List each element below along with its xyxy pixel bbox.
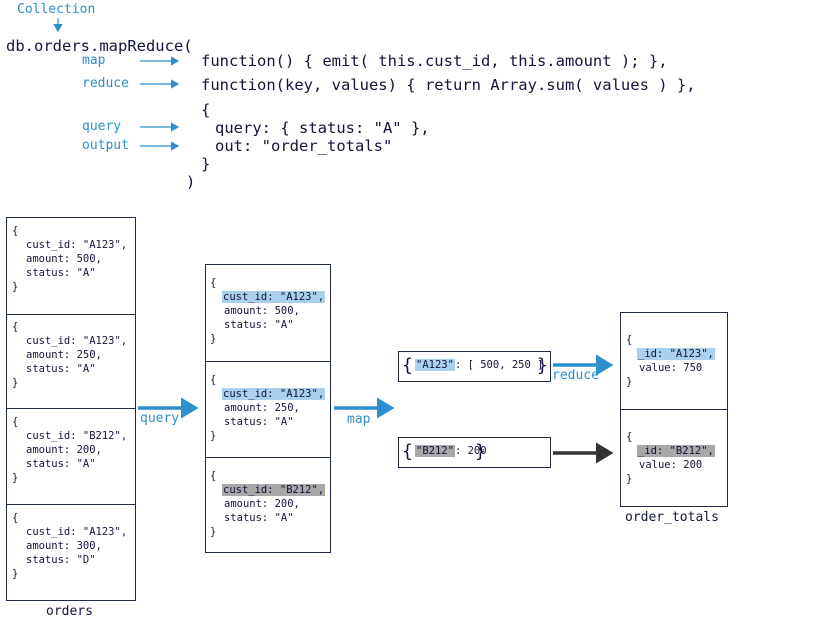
orders-document: { cust_id: "A123", amount: 500, status: … <box>7 218 135 314</box>
filtered-document: { cust_id: "B212", amount: 200, status: … <box>206 457 330 553</box>
close-brace: } <box>537 355 548 376</box>
doc-close-brace: } <box>12 377 19 389</box>
doc-open-brace: { <box>626 334 633 346</box>
doc-close-brace: } <box>626 376 633 388</box>
doc-cust-id: cust_id: "B212", <box>222 483 326 497</box>
flow-label-map: map <box>347 412 371 427</box>
doc-id: _id: "B212", <box>637 444 715 458</box>
doc-cust-id: cust_id: "A123", <box>26 239 128 251</box>
mapped-key: "A123" <box>415 359 455 371</box>
doc-close-brace: } <box>12 568 19 580</box>
filtered-document: { cust_id: "A123", amount: 500, status: … <box>206 265 330 361</box>
open-brace: { <box>402 355 413 376</box>
mapped-values: : [ 500, 250 ] <box>454 359 544 371</box>
doc-amount: amount: 200, <box>26 444 102 456</box>
label-output: output <box>82 138 129 153</box>
orders-document: { cust_id: "A123", amount: 300, status: … <box>7 504 135 601</box>
orders-document: { cust_id: "A123", amount: 250, status: … <box>7 314 135 409</box>
doc-status: status: "A" <box>224 512 294 524</box>
code-mapreduce-call: db.orders.mapReduce( <box>6 37 193 55</box>
code-arrows <box>53 18 180 151</box>
doc-id: _id: "A123", <box>637 347 715 361</box>
doc-status: status: "A" <box>26 363 96 375</box>
doc-amount: amount: 250, <box>26 349 102 361</box>
doc-value: value: 750 <box>639 362 703 374</box>
doc-open-brace: { <box>210 277 217 289</box>
result-document: { _id: "B212", value: 200 } <box>621 409 727 507</box>
orders-document: { cust_id: "B212", amount: 200, status: … <box>7 408 135 505</box>
code-reduce-function: function(key, values) { return Array.sum… <box>201 76 696 94</box>
mapped-pair-text: "B212": 200 <box>415 445 487 457</box>
doc-cust-id: cust_id: "A123", <box>26 335 128 347</box>
doc-status: status: "D" <box>26 554 96 566</box>
doc-amount: amount: 500, <box>224 305 300 317</box>
close-brace: } <box>475 441 486 462</box>
doc-close-brace: } <box>210 333 217 345</box>
result-document: { _id: "A123", value: 750 } <box>621 313 727 409</box>
code-map-function: function() { emit( this.cust_id, this.am… <box>201 52 668 70</box>
collection-label: Collection <box>17 2 96 17</box>
mapped-pair-text: "A123": [ 500, 250 ] <box>415 359 543 371</box>
doc-amount: amount: 300, <box>26 540 102 552</box>
highlighted-key: cust_id: "B212", <box>222 484 326 496</box>
mapped-values: : 200 <box>454 445 487 457</box>
highlighted-key: _id: "B212", <box>637 445 715 457</box>
doc-cust-id: cust_id: "A123", <box>26 526 128 538</box>
label-reduce: reduce <box>82 76 129 91</box>
code-query-option: query: { status: "A" }, <box>215 119 430 137</box>
mapped-key: "B212" <box>415 445 455 457</box>
doc-close-brace: } <box>12 281 19 293</box>
filtered-document: { cust_id: "A123", amount: 250, status: … <box>206 361 330 458</box>
doc-close-brace: } <box>210 526 217 538</box>
doc-value: value: 200 <box>639 459 703 471</box>
code-options-close: } <box>201 155 211 173</box>
code-out-option: out: "order_totals" <box>215 137 393 155</box>
flow-label-query: query <box>140 411 180 426</box>
doc-close-brace: } <box>12 472 19 484</box>
doc-open-brace: { <box>12 321 19 333</box>
doc-open-brace: { <box>210 374 217 386</box>
doc-status: status: "A" <box>26 458 96 470</box>
label-map: map <box>82 53 106 68</box>
doc-amount: amount: 500, <box>26 253 102 265</box>
doc-open-brace: { <box>626 431 633 443</box>
doc-close-brace: } <box>210 430 217 442</box>
doc-open-brace: { <box>210 470 217 482</box>
orders-collection-name: orders <box>46 604 93 619</box>
label-query: query <box>82 119 122 134</box>
doc-amount: amount: 200, <box>224 498 300 510</box>
highlighted-key: cust_id: "A123", <box>222 291 326 303</box>
doc-cust-id: cust_id: "A123", <box>222 387 326 401</box>
code-close-paren: ) <box>186 173 196 191</box>
mapped-pair-a123: { "A123": [ 500, 250 ] } <box>398 351 551 382</box>
orders-collection: { cust_id: "A123", amount: 500, status: … <box>6 217 136 601</box>
open-brace: { <box>402 441 413 462</box>
doc-close-brace: } <box>626 473 633 485</box>
doc-open-brace: { <box>12 225 19 237</box>
code-options-open: { <box>201 101 211 119</box>
highlighted-key: cust_id: "A123", <box>222 388 326 400</box>
order-totals-collection: { _id: "A123", value: 750 } { _id: "B212… <box>620 312 728 507</box>
order-totals-collection-name: order_totals <box>625 510 719 525</box>
flow-label-reduce: reduce <box>552 368 599 383</box>
query-results-stack: { cust_id: "A123", amount: 500, status: … <box>205 264 331 553</box>
doc-cust-id: cust_id: "B212", <box>26 430 128 442</box>
doc-status: status: "A" <box>26 267 96 279</box>
doc-status: status: "A" <box>224 319 294 331</box>
doc-cust-id: cust_id: "A123", <box>222 290 326 304</box>
doc-amount: amount: 250, <box>224 402 300 414</box>
doc-open-brace: { <box>12 512 19 524</box>
doc-status: status: "A" <box>224 416 294 428</box>
highlighted-key: _id: "A123", <box>637 348 715 360</box>
doc-open-brace: { <box>12 416 19 428</box>
mapped-pair-b212: { "B212": 200 } <box>398 437 551 468</box>
